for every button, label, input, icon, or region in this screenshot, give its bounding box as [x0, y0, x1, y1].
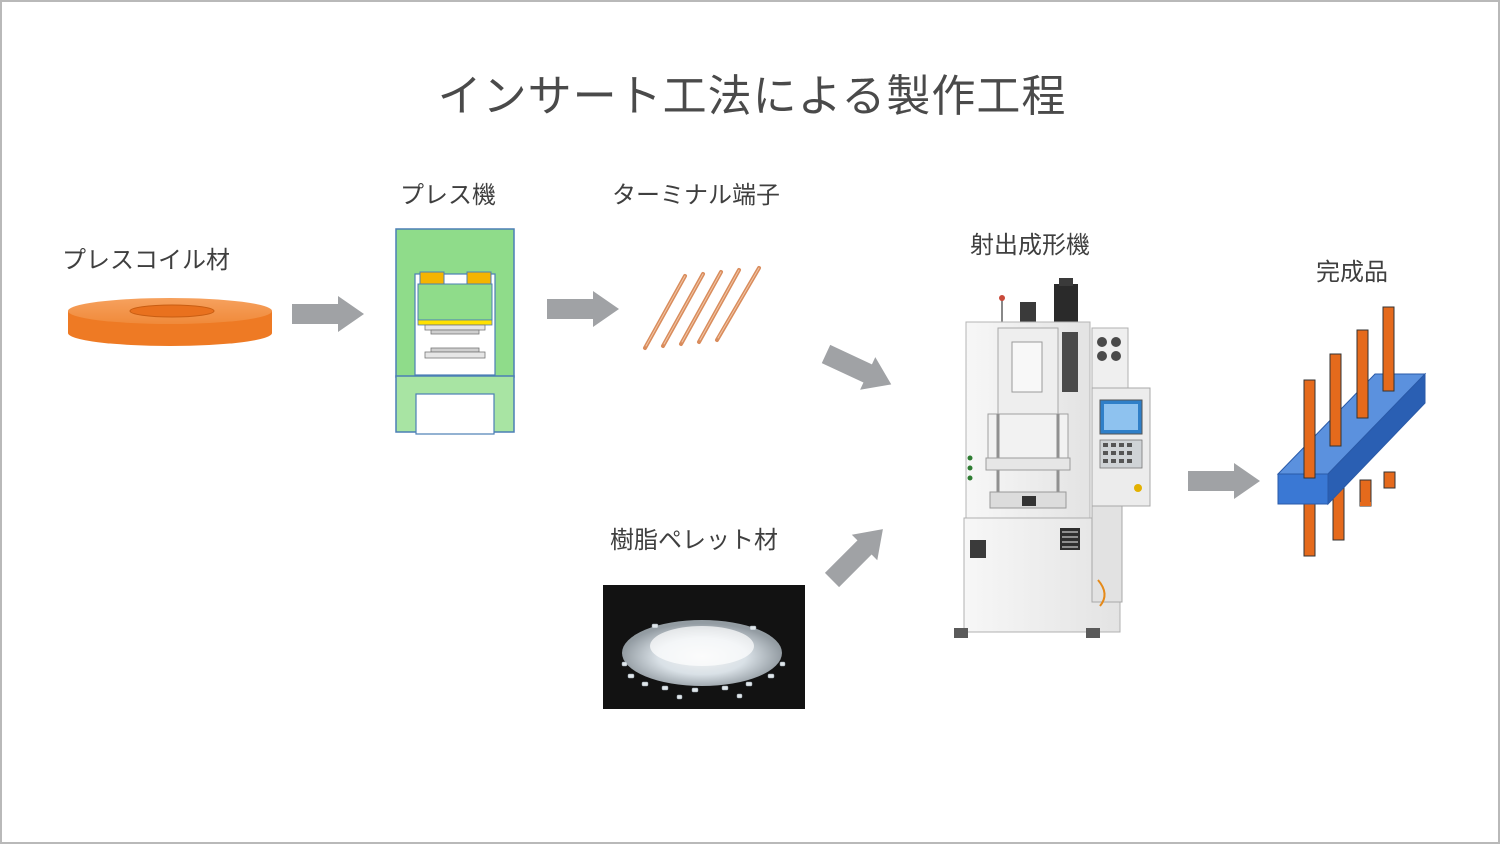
finished-product-illustration: [1276, 306, 1427, 557]
press-coil-illustration: [68, 298, 272, 346]
arrow-coil-to-press: [292, 296, 364, 332]
injection-molding-machine-illustration: [954, 278, 1151, 638]
arrow-molding-to-finished: [1188, 463, 1260, 499]
label-finished-product: 完成品: [1316, 258, 1388, 286]
resin-pellet-photo: [603, 585, 805, 709]
label-injection-molding-machine: 射出成形機: [970, 231, 1090, 259]
arrow-terminal-to-molding: [821, 344, 892, 390]
label-press-machine: プレス機: [400, 181, 496, 209]
label-press-coil: プレスコイル材: [62, 246, 230, 274]
label-terminal: ターミナル端子: [612, 181, 780, 209]
slide-title: インサート工法による製作工程: [437, 71, 1067, 122]
arrow-press-to-terminal: [547, 291, 619, 327]
label-resin-pellet: 樹脂ペレット材: [610, 526, 778, 554]
terminal-pins-illustration: [643, 266, 761, 350]
arrow-pellet-to-molding: [824, 529, 883, 588]
press-machine-illustration: [395, 228, 515, 435]
